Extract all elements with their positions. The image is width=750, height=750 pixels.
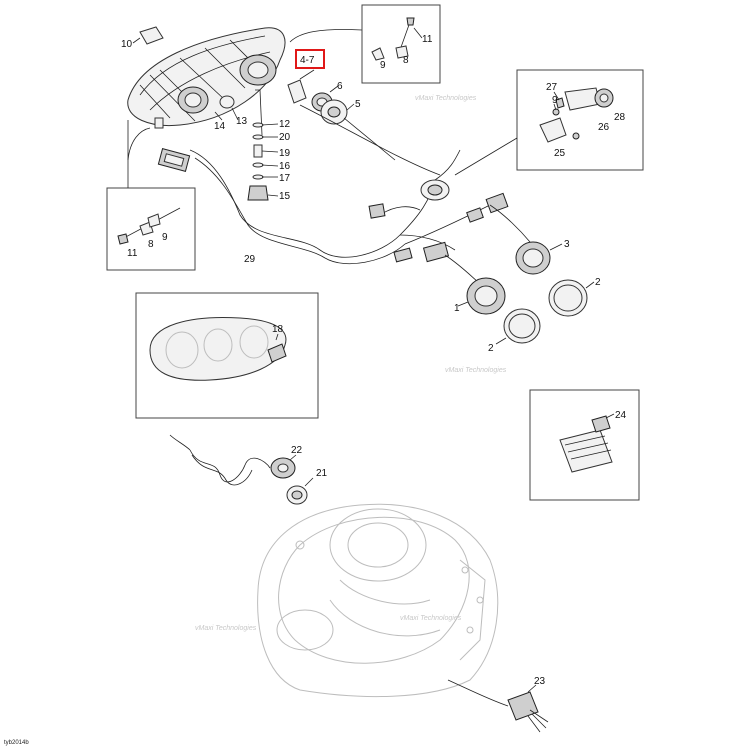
callout-8-top: 8: [403, 55, 409, 66]
callout-9-top: 9: [380, 60, 386, 71]
callout-24: 24: [615, 410, 627, 421]
highlight-box[interactable]: [295, 49, 325, 69]
callout-12: 12: [279, 119, 291, 130]
callout-17: 17: [279, 173, 291, 184]
callout-29: 29: [244, 254, 256, 265]
callout-20: 20: [279, 132, 291, 143]
watermark-3: vMaxi Technologies: [195, 625, 257, 632]
wiring-harness: [157, 104, 531, 283]
inset-box-cluster: [135, 292, 319, 419]
callout-8-left: 8: [148, 239, 154, 250]
callout-19: 19: [279, 148, 291, 159]
callout-11-left: 11: [127, 248, 138, 259]
part-23-sensor: [447, 679, 549, 733]
inset-box-right: [529, 389, 640, 501]
callout-1: 1: [454, 303, 460, 314]
gauge-rings: [457, 241, 595, 345]
callout-28: 28: [614, 112, 626, 123]
callout-13: 13: [236, 116, 248, 127]
watermark-1: vMaxi Technologies: [415, 95, 477, 102]
callout-18: 18: [272, 324, 284, 335]
callout-22: 22: [291, 445, 303, 456]
callout-6: 6: [337, 81, 343, 92]
highlight-label[interactable]: 4-7: [300, 55, 315, 66]
bulb-and-adjuster-stack: [247, 89, 279, 201]
footer-code: tyb2014b: [4, 740, 29, 746]
callout-2-right: 2: [595, 277, 601, 288]
callout-3: 3: [564, 239, 570, 250]
inset-box-right-top: [516, 69, 644, 171]
coil-cord: [169, 434, 314, 505]
watermark-4: vMaxi Technologies: [400, 615, 462, 622]
inset-box-top: [361, 4, 441, 84]
callout-16: 16: [279, 161, 291, 172]
callout-14: 14: [214, 121, 226, 132]
watermark-2: vMaxi Technologies: [445, 367, 507, 374]
callout-9-right: 9: [552, 95, 558, 106]
part-13-14: [214, 95, 239, 121]
highlight-callout[interactable]: [295, 49, 325, 69]
callout-9-left: 9: [162, 232, 168, 243]
callout-2-bottom: 2: [488, 343, 494, 354]
callout-5: 5: [355, 99, 361, 110]
callout-23: 23: [534, 676, 546, 687]
fairing-outline: [257, 503, 499, 698]
callout-26: 26: [598, 122, 610, 133]
callout-10: 10: [121, 39, 133, 50]
callout-11-top: 11: [422, 34, 433, 45]
callout-21: 21: [316, 468, 328, 479]
headlight-assembly: [127, 27, 286, 129]
bulb-socket-parts: [287, 69, 355, 125]
callout-27: 27: [546, 82, 558, 93]
callout-25: 25: [554, 148, 566, 159]
callout-15: 15: [279, 191, 291, 202]
inset-box-left: [106, 120, 196, 271]
part-10-clip: [132, 26, 164, 45]
